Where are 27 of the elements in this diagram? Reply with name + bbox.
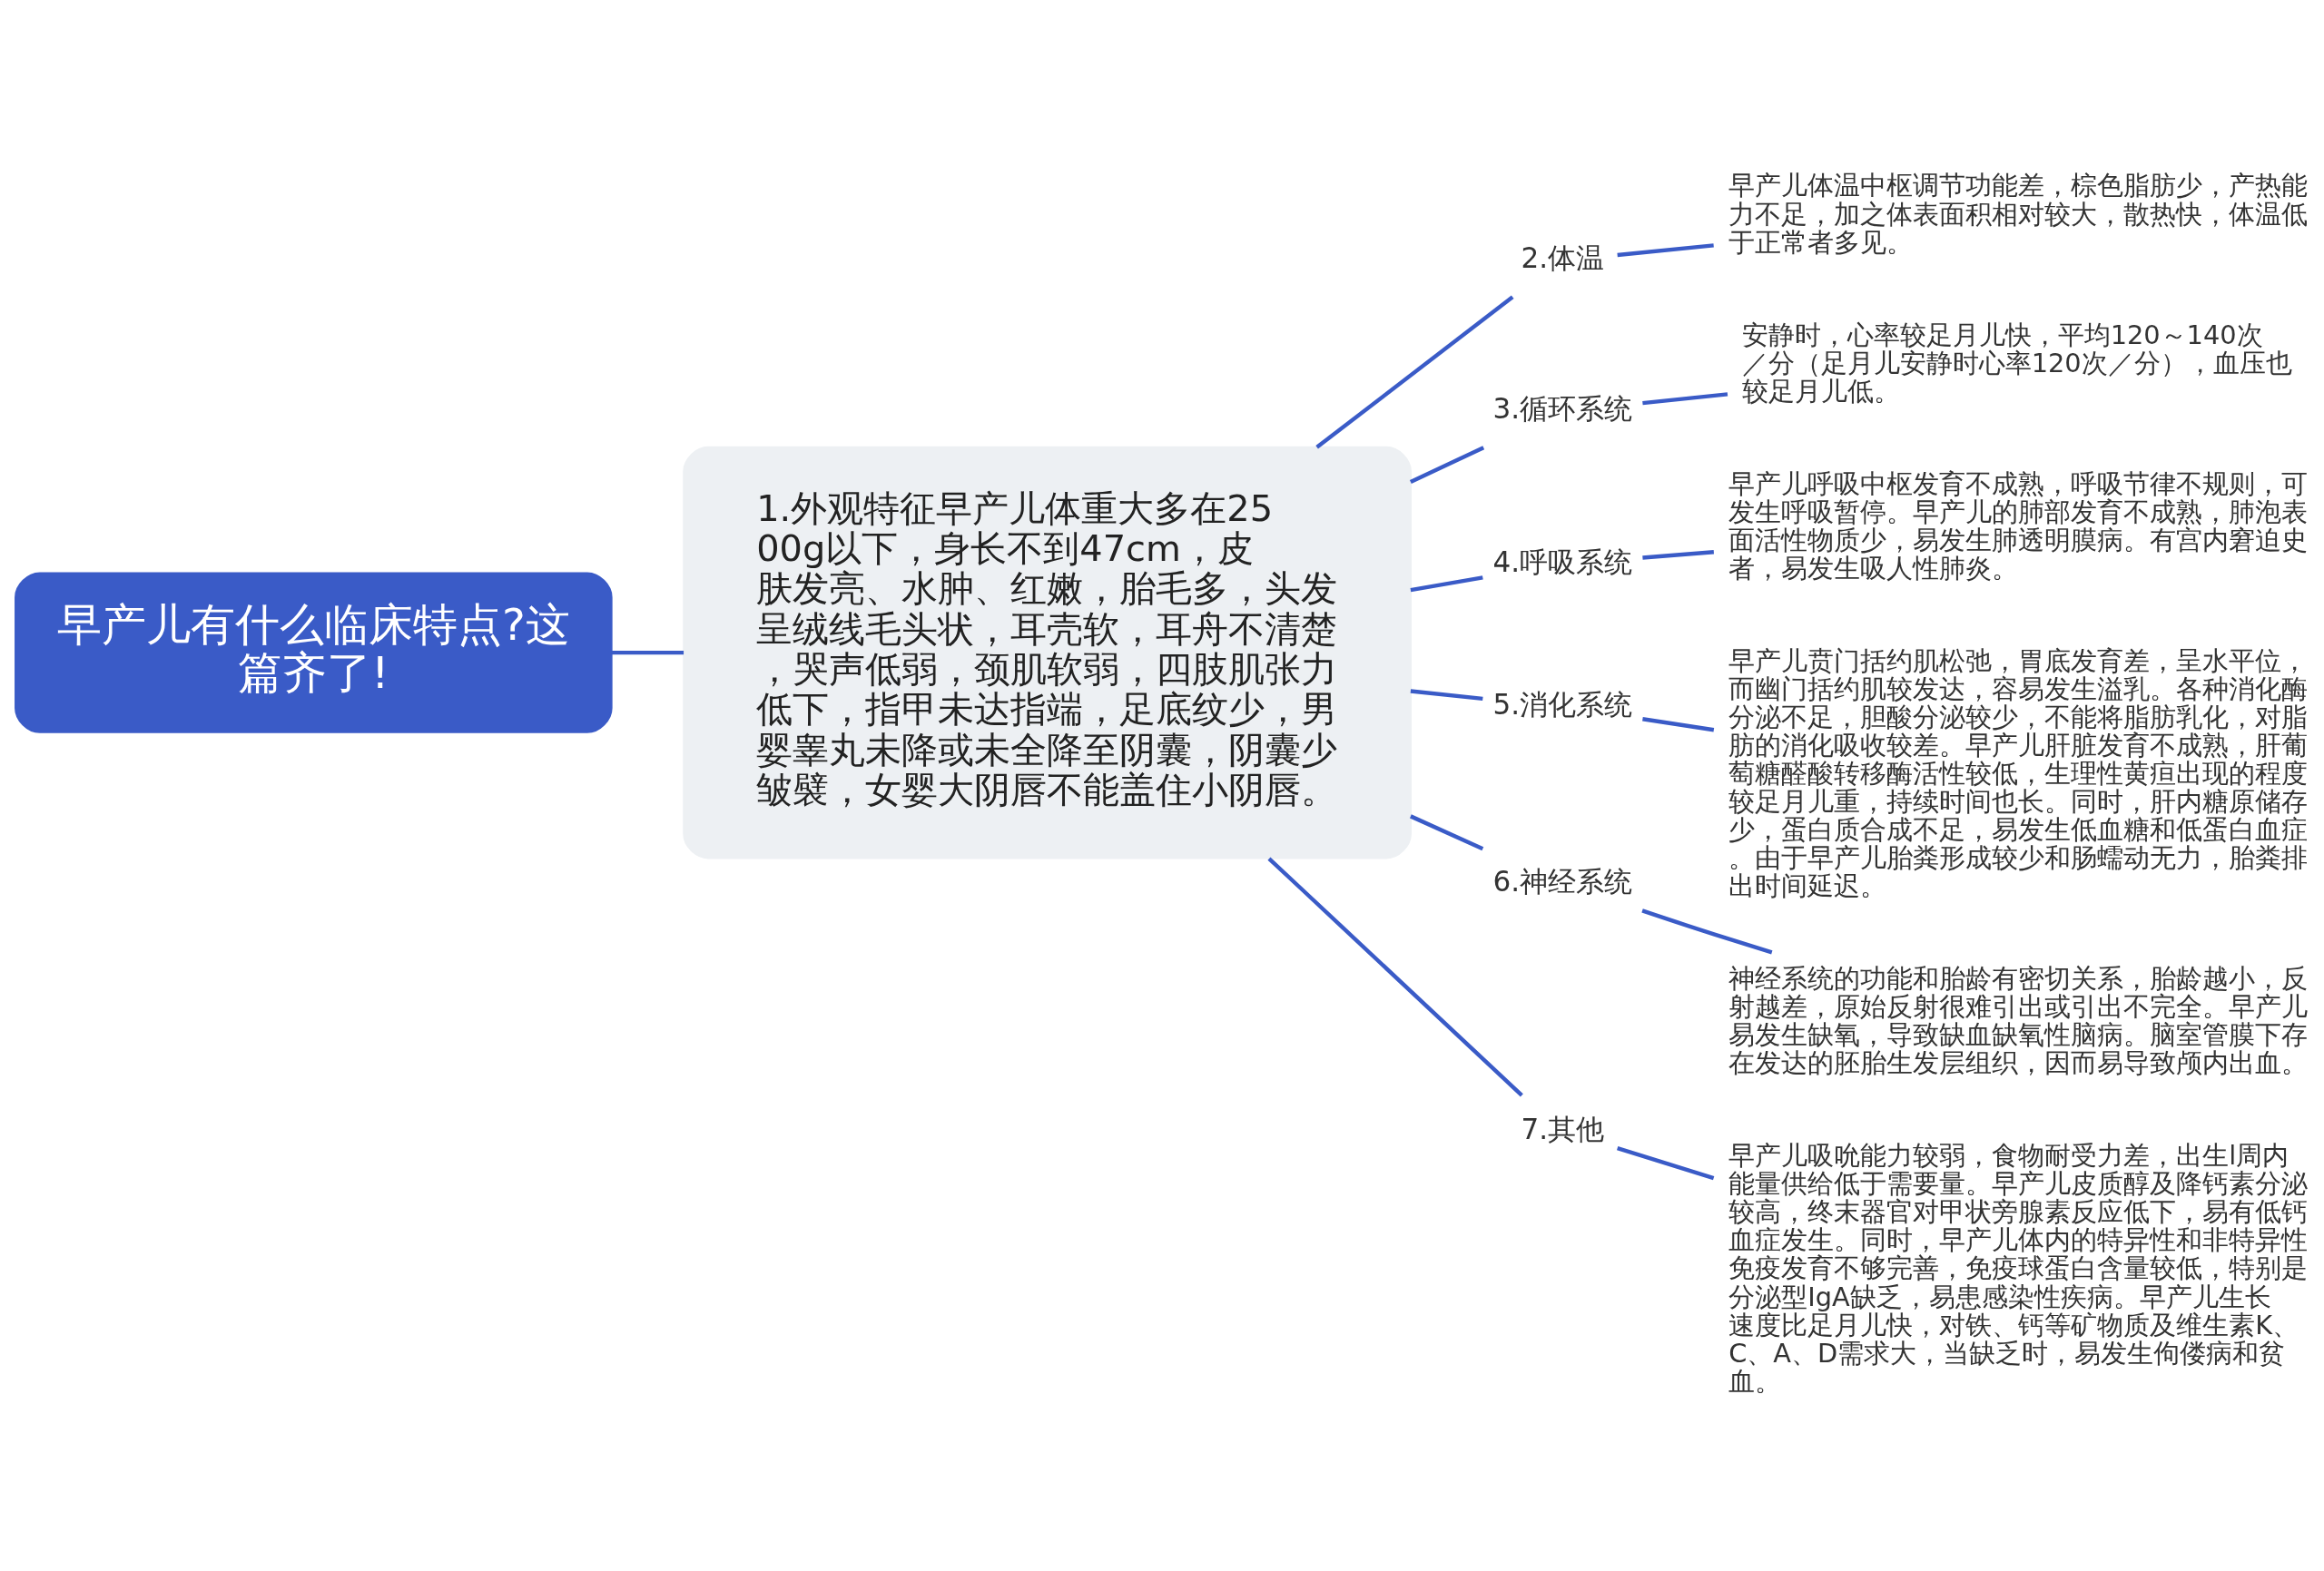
node-text: 4.呼吸系统 [1492,545,1633,578]
node-text: 神经系统的功能和胎龄有密切关系，胎龄越小，反射越差，原始反射很难引出或引出不完全。早产儿易发生缺氧，导致缺血缺氧性脑病。脑室管膜下存在发达的胚胎生发层组织，因而易导致颅内出血。 [1728,963,2309,1079]
node-box: 1.外观特征早产儿体重大多在2500g以下，身长不到47cm，皮肤发亮、水肿、红嫩，胎毛多，头发呈绒线毛头状，耳壳软，耳舟不清楚，哭声低弱，颈肌软弱，四肢肌张力低下，指甲未达指端，足底纹少，男婴睾丸未降或未全降至阴囊，阴囊少皱襞，女婴大阴唇不能盖住小阴唇。 [683,446,1412,859]
node-box: 早产儿有什么临床特点?这篇齐了! [15,572,613,733]
node-text: 2.体温 [1521,241,1605,274]
node-text: 早产儿体温中枢调节功能差，棕色脂肪少，产热能力不足，加之体表面积相对较大，散热快，体温低于正常者多见。 [1728,170,2309,258]
connector [1617,243,1714,258]
node-text: 早产儿吸吮能力较弱，食物耐受力差，出生l周内能量供给低于需要量。早产儿皮质醇及降钙素分泌较高，终末器官对甲状旁腺素反应低下，易有低钙血症发生。同时，早产儿体内的特异性和非特异性免疫发育不够完善，免疫球蛋白含量较低，特别是分泌型IgA缺乏，易患感染性疾病。早产儿生长速度比足月儿快，对铁、钙等矿物质及维生素K、C、A、D需求大，当缺乏时，易发生佝偻病和贫血。 [1728,1140,2309,1397]
connector [611,650,684,655]
connector [1315,295,1514,449]
node-text: 5.消化系统 [1492,688,1633,722]
connector [1641,908,1773,955]
node-text: 早产儿呼吸中枢发育不成熟，呼吸节律不规则，可发生呼吸暂停。早产儿的肺部发育不成熟，肺泡表面活性物质少，易发生肺透明膜病。有宫内窘迫史者，易发生吸人性肺炎。 [1728,467,2309,584]
connector [1267,857,1523,1097]
node-text: 3.循环系统 [1492,392,1633,426]
node-text: 6.神经系统 [1492,865,1633,898]
connector [1410,689,1483,702]
connector [1616,1145,1715,1181]
connector [1642,550,1714,560]
connector [1642,717,1715,732]
connector [1409,814,1484,851]
connector [1410,575,1483,593]
connector [1409,446,1485,485]
node-text: 安静时，心率较足月儿快，平均120～140次／分（足月儿安静时心率120次／分），血压也较足月儿低。 [1741,319,2292,407]
node-text: 早产儿贲门括约肌松弛，胃底发育差，呈水平位，而幽门括约肌较发达，容易发生溢乳。各种消化酶分泌不足，胆酸分泌较少，不能将脂肪乳化，对脂肪的消化吸收较差。早产儿肝脏发育不成熟，肝葡萄糖醛酸转移酶活性较低，生理性黄疸出现的程度较足月儿重，持续时间也长。同时，肝内糖原储存少，蛋白质合成不足，易发生低血糖和低蛋白血症。由于早产儿胎粪形成较少和肠蠕动无力，胎粪排出时间延迟。 [1728,644,2309,902]
connector [1642,392,1728,406]
node-text: 7.其他 [1521,1113,1605,1146]
